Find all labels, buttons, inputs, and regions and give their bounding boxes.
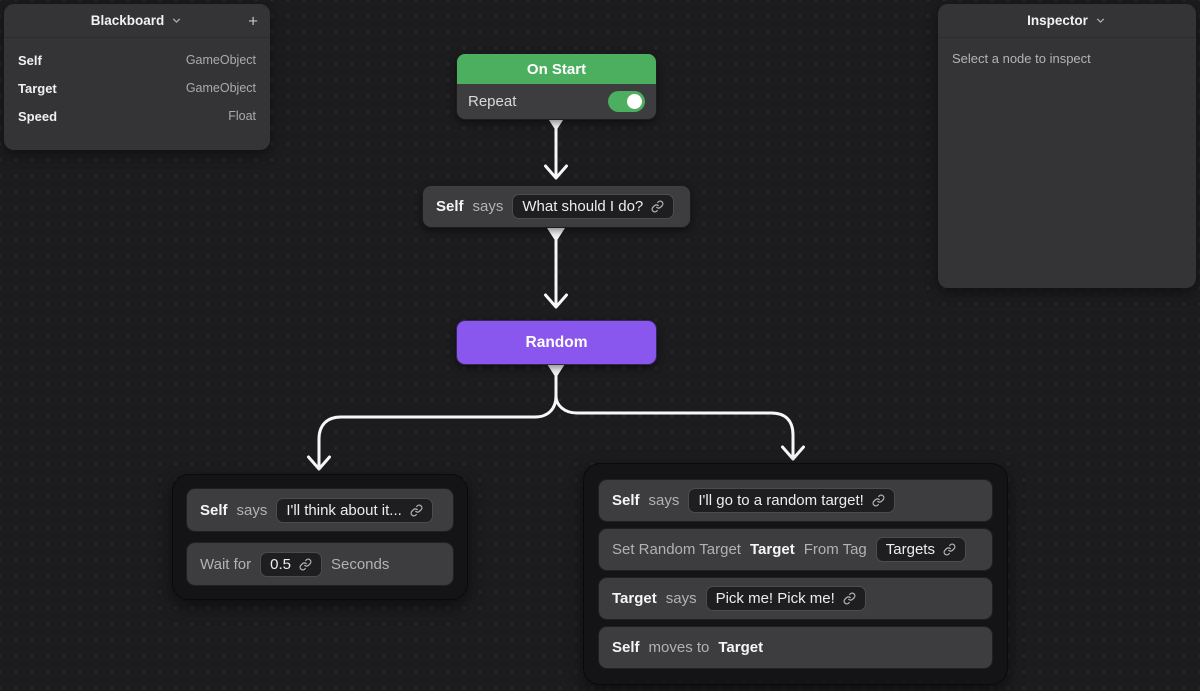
say-verb: says <box>665 590 697 607</box>
blackboard-title: Blackboard <box>90 13 165 28</box>
say-text-field[interactable]: I'll go to a random target! <box>688 488 895 513</box>
variable-type: GameObject <box>185 53 256 67</box>
say-verb: says <box>472 198 504 215</box>
node-set-random-target[interactable]: Set Random Target Target From Tag Target… <box>598 528 993 571</box>
chevron-down-icon[interactable] <box>1094 14 1107 27</box>
say-verb: says <box>236 501 268 519</box>
inspector-title: Inspector <box>1027 13 1088 28</box>
group-right-branch[interactable]: Self says I'll go to a random target! Se… <box>583 463 1008 685</box>
wait-prefix: Wait for <box>200 555 252 573</box>
tag-field[interactable]: Targets <box>875 537 966 562</box>
chevron-down-icon[interactable] <box>170 14 183 27</box>
say-text-field[interactable]: Pick me! Pick me! <box>705 586 866 611</box>
repeat-toggle[interactable] <box>608 91 645 112</box>
node-on-start-title: On Start <box>457 54 656 84</box>
say-subject: Self <box>200 501 228 519</box>
say-text-value: I'll think about it... <box>286 501 402 519</box>
blackboard-header: Blackboard + <box>4 4 270 38</box>
say-text-value: I'll go to a random target! <box>698 492 864 509</box>
link-icon[interactable] <box>299 558 312 571</box>
link-icon[interactable] <box>651 200 664 213</box>
say-verb: says <box>648 492 680 509</box>
link-icon[interactable] <box>843 592 856 605</box>
node-random[interactable]: Random <box>456 320 657 365</box>
say-text-field[interactable]: What should I do? <box>512 194 675 219</box>
action-label: Set Random Target <box>612 541 741 558</box>
node-move-to[interactable]: Self moves to Target <box>598 626 993 669</box>
link-icon[interactable] <box>943 543 956 556</box>
say-subject: Target <box>612 590 657 607</box>
inspector-panel: Inspector Select a node to inspect <box>938 4 1196 288</box>
variable-type: Float <box>228 109 256 123</box>
say-text-value: Pick me! Pick me! <box>715 590 835 607</box>
move-subject: Self <box>612 639 640 656</box>
move-verb: moves to <box>648 639 710 656</box>
wait-duration-field[interactable]: 0.5 <box>260 551 322 577</box>
random-title: Random <box>525 333 588 351</box>
blackboard-row-speed[interactable]: Speed Float <box>4 102 270 130</box>
blackboard-row-self[interactable]: Self GameObject <box>4 46 270 74</box>
say-text-value: What should I do? <box>522 198 644 215</box>
node-on-start[interactable]: On Start Repeat <box>456 53 657 120</box>
inspector-header: Inspector <box>938 4 1196 38</box>
say-subject: Self <box>612 492 640 509</box>
variable-name: Target <box>18 80 57 96</box>
tag-value: Targets <box>885 541 935 558</box>
variable-type: GameObject <box>185 81 256 95</box>
toggle-knob <box>627 94 642 109</box>
variable-name: Speed <box>18 108 58 124</box>
say-subject: Self <box>436 198 464 215</box>
node-say-pick-me[interactable]: Target says Pick me! Pick me! <box>598 577 993 620</box>
from-tag-label: From Tag <box>803 541 867 558</box>
blackboard-panel: Blackboard + Self GameObject Target Game… <box>4 4 270 150</box>
node-say-root[interactable]: Self says What should I do? <box>422 185 691 228</box>
blackboard-row-target[interactable]: Target GameObject <box>4 74 270 102</box>
link-icon[interactable] <box>410 504 423 517</box>
repeat-label: Repeat <box>468 93 517 110</box>
say-text-field[interactable]: I'll think about it... <box>276 497 433 523</box>
node-wait[interactable]: Wait for 0.5 Seconds <box>186 542 454 586</box>
wait-suffix: Seconds <box>330 555 390 573</box>
move-object: Target <box>718 639 764 656</box>
wait-duration-value: 0.5 <box>270 555 291 573</box>
variable-name: Self <box>18 52 42 68</box>
blackboard-rows: Self GameObject Target GameObject Speed … <box>4 38 270 130</box>
target-variable: Target <box>749 541 795 558</box>
group-left-branch[interactable]: Self says I'll think about it... Wait fo… <box>172 474 468 600</box>
node-say-think[interactable]: Self says I'll think about it... <box>186 488 454 532</box>
node-say-go-random[interactable]: Self says I'll go to a random target! <box>598 479 993 522</box>
add-variable-button[interactable]: + <box>248 11 258 30</box>
link-icon[interactable] <box>872 494 885 507</box>
inspector-empty-message: Select a node to inspect <box>952 51 1091 66</box>
